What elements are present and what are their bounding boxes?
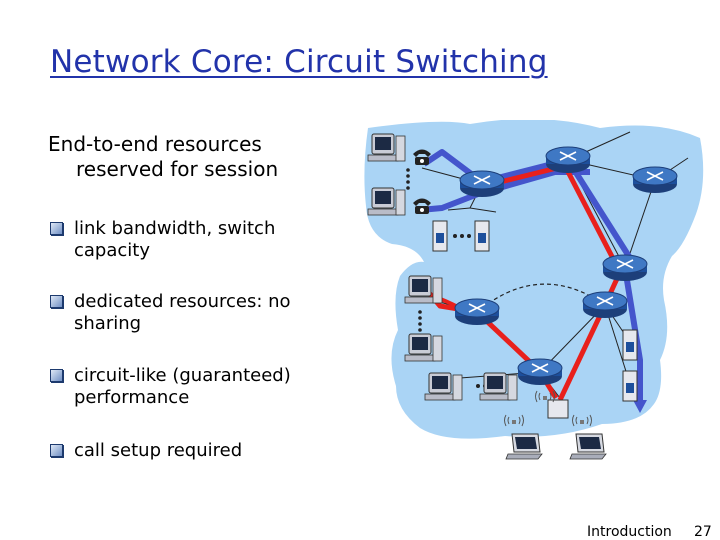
server-icon <box>622 370 638 402</box>
desktop-computer-icon <box>367 187 406 216</box>
lead-text: End-to-end resources reserved for sessio… <box>48 132 278 182</box>
laptop-icon <box>505 433 543 460</box>
bullet-item: dedicated resources: no sharing <box>50 291 291 335</box>
network-cloud <box>364 120 704 439</box>
desktop-computer-icon <box>367 133 406 162</box>
desktop-computer-icon <box>479 372 518 401</box>
slide-number: 27 <box>694 524 712 540</box>
network-diagram <box>364 120 704 460</box>
desktop-computer-icon <box>404 333 443 362</box>
bullet-marker-icon <box>50 222 63 235</box>
router-icon <box>632 166 678 194</box>
bullet-item: circuit-like (guaranteed) performance <box>50 365 291 409</box>
laptop-icon <box>569 433 607 460</box>
bullet-marker-icon <box>50 444 63 457</box>
bullet-item: call setup required <box>50 440 242 462</box>
lead-line-2: reserved for session <box>76 157 279 181</box>
router-icon <box>517 358 563 386</box>
server-icon <box>474 220 490 252</box>
desktop-computer-icon <box>424 372 463 401</box>
bullet-marker-icon <box>50 295 63 308</box>
footer-section-label: Introduction <box>587 524 672 540</box>
desktop-computer-icon <box>404 275 443 304</box>
router-icon <box>459 170 505 198</box>
bullet-item: link bandwidth, switch capacity <box>50 218 275 262</box>
dotted-connectors <box>406 168 487 388</box>
router-icon <box>602 254 648 282</box>
bullet-marker-icon <box>50 369 63 382</box>
circuit-path-blue <box>422 149 643 405</box>
lead-line-1: End-to-end resources <box>48 132 262 156</box>
circuit-arrowhead <box>633 400 647 413</box>
server-icon <box>432 220 448 252</box>
server-icon <box>622 329 638 361</box>
router-icon <box>545 146 591 174</box>
base-station-icon <box>547 399 569 419</box>
slide-title: Network Core: Circuit Switching <box>50 44 548 80</box>
router-icon <box>454 298 500 326</box>
router-icon <box>582 291 628 319</box>
